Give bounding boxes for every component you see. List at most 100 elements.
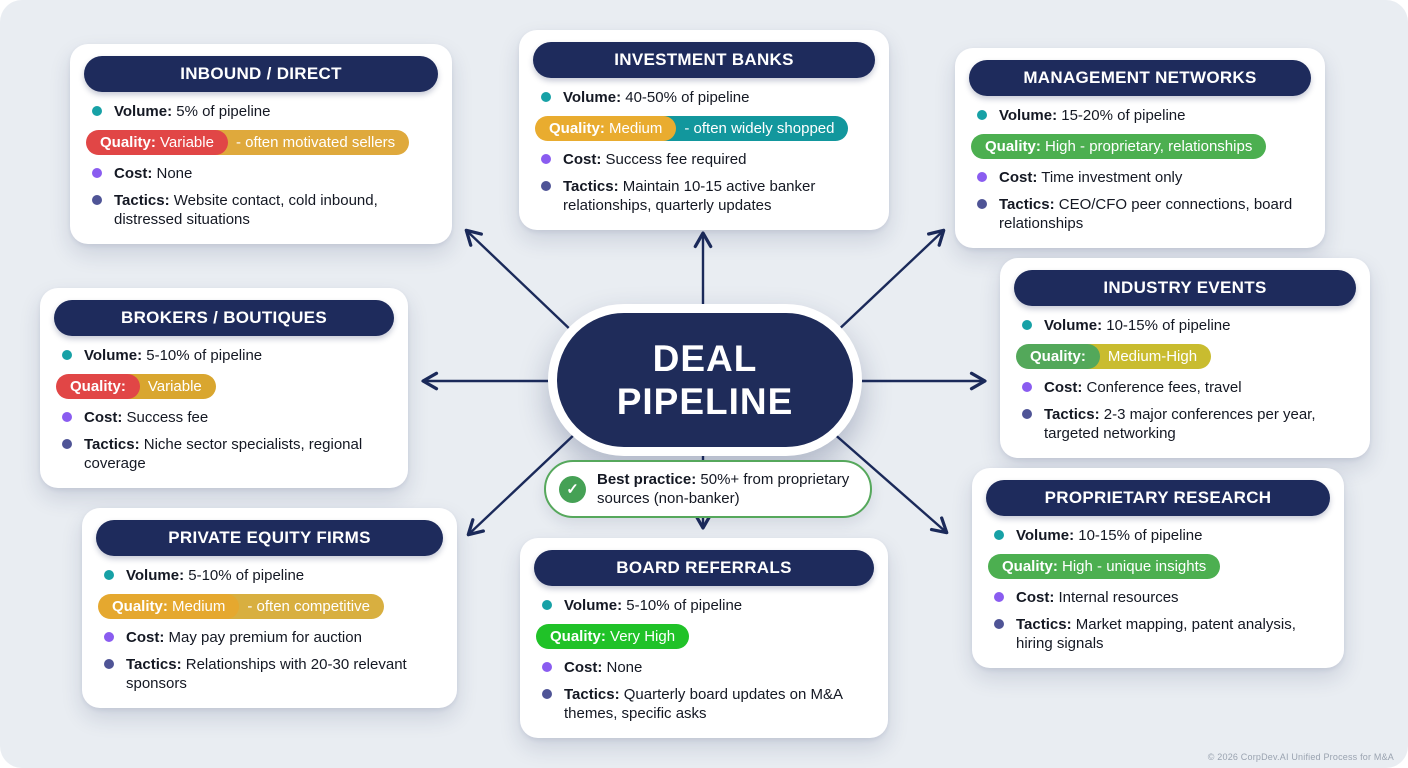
cost-bullet-icon bbox=[541, 153, 551, 164]
tactics-text: Tactics: Niche sector specialists, regio… bbox=[84, 435, 363, 473]
tactics-bullet-icon bbox=[541, 180, 551, 191]
cost-row: Cost: May pay premium for auction bbox=[82, 628, 457, 648]
tactics-row: Tactics: Niche sector specialists, regio… bbox=[40, 435, 408, 475]
deal-pipeline-hub: DEAL PIPELINE bbox=[548, 304, 862, 456]
volume-text: Volume: 5% of pipeline bbox=[114, 103, 271, 120]
quality-pill-segment: Quality: High - unique insights bbox=[988, 553, 1221, 579]
quality-pill-segment: - often competitive bbox=[215, 593, 384, 619]
cost-bullet-icon bbox=[542, 661, 552, 672]
volume-bullet-icon bbox=[977, 110, 987, 120]
quality-pill-segment: - often motivated sellers bbox=[203, 129, 410, 155]
volume-row: Volume: 5-10% of pipeline bbox=[82, 566, 457, 586]
tactics-row: Tactics: Maintain 10-15 active banker re… bbox=[519, 177, 889, 217]
cost-row: Cost: Success fee bbox=[40, 408, 408, 428]
card-investment-banks: INVESTMENT BANKS Volume: 40-50% of pipel… bbox=[519, 30, 889, 231]
volume-text: Volume: 5-10% of pipeline bbox=[84, 347, 263, 364]
volume-bullet-icon bbox=[62, 350, 72, 360]
tactics-text: Tactics: Maintain 10-15 active banker re… bbox=[563, 177, 816, 215]
quality-pill: Quality: High - unique insights bbox=[988, 553, 1221, 579]
cost-text: Cost: Time investment only bbox=[999, 168, 1183, 186]
cost-text: Cost: Conference fees, travel bbox=[1044, 378, 1242, 396]
quality-pill-segment: - often widely shopped bbox=[652, 115, 849, 141]
volume-row: Volume: 40-50% of pipeline bbox=[519, 88, 889, 108]
tactics-text: Tactics: 2-3 major conferences per year,… bbox=[1044, 405, 1316, 443]
card-management-networks: MANAGEMENT NETWORKS Volume: 15-20% of pi… bbox=[955, 48, 1325, 249]
tactics-text: Tactics: Relationships with 20-30 releva… bbox=[126, 655, 407, 693]
tactics-bullet-icon bbox=[977, 198, 987, 209]
cost-text: Cost: Internal resources bbox=[1016, 588, 1179, 606]
volume-text: Volume: 10-15% of pipeline bbox=[1016, 527, 1203, 544]
volume-bullet-icon bbox=[92, 106, 102, 116]
volume-row: Volume: 10-15% of pipeline bbox=[972, 526, 1344, 546]
tactics-bullet-icon bbox=[104, 658, 114, 669]
arrow-up-left bbox=[464, 228, 576, 335]
card-title: BROKERS / BOUTIQUES bbox=[54, 300, 394, 336]
tactics-bullet-icon bbox=[542, 688, 552, 699]
cost-bullet-icon bbox=[994, 591, 1004, 602]
arrow-down-right bbox=[831, 431, 949, 535]
quality-pill-segment: Quality: Very High bbox=[536, 623, 690, 649]
quality-pill: Quality:Variable bbox=[56, 373, 216, 399]
volume-bullet-icon bbox=[1022, 320, 1032, 330]
cost-row: Cost: Success fee required bbox=[519, 150, 889, 170]
volume-row: Volume: 5-10% of pipeline bbox=[520, 596, 888, 616]
card-brokers-boutiques: BROKERS / BOUTIQUES Volume: 5-10% of pip… bbox=[40, 288, 408, 489]
volume-row: Volume: 10-15% of pipeline bbox=[1000, 316, 1370, 336]
volume-text: Volume: 40-50% of pipeline bbox=[563, 89, 750, 106]
quality-pill-segment: Quality: High - proprietary, relationshi… bbox=[971, 133, 1267, 159]
cost-text: Cost: Success fee required bbox=[563, 150, 747, 168]
tactics-bullet-icon bbox=[1022, 408, 1032, 419]
tactics-text: Tactics: Website contact, cold inbound, … bbox=[114, 191, 378, 229]
cost-text: Cost: Success fee bbox=[84, 408, 209, 426]
tactics-text: Tactics: Market mapping, patent analysis… bbox=[1016, 615, 1296, 653]
cost-text: Cost: None bbox=[564, 658, 643, 676]
volume-row: Volume: 15-20% of pipeline bbox=[955, 106, 1325, 126]
quality-pill: Quality: High - proprietary, relationshi… bbox=[971, 133, 1267, 159]
quality-pill-segment: Quality: Medium bbox=[535, 115, 677, 141]
tactics-row: Tactics: Relationships with 20-30 releva… bbox=[82, 655, 457, 695]
quality-pill: Quality: Medium- often widely shopped bbox=[535, 115, 849, 141]
copyright-text: © 2026 CorpDev.AI Unified Process for M&… bbox=[1207, 752, 1394, 762]
cost-row: Cost: Internal resources bbox=[972, 588, 1344, 608]
quality-pill: Quality: Very High bbox=[536, 623, 690, 649]
quality-pill-segment: Quality: Medium bbox=[98, 593, 240, 619]
volume-bullet-icon bbox=[541, 92, 551, 102]
card-inbound-direct: INBOUND / DIRECT Volume: 5% of pipeline … bbox=[70, 44, 452, 245]
volume-row: Volume: 5-10% of pipeline bbox=[40, 346, 408, 366]
card-title: INDUSTRY EVENTS bbox=[1014, 270, 1356, 306]
hub-title-line1: DEAL bbox=[652, 337, 758, 379]
card-title: PRIVATE EQUITY FIRMS bbox=[96, 520, 443, 556]
tactics-bullet-icon bbox=[92, 194, 102, 205]
cost-row: Cost: Conference fees, travel bbox=[1000, 378, 1370, 398]
card-title: MANAGEMENT NETWORKS bbox=[969, 60, 1311, 96]
quality-pill-segment: Quality: bbox=[1016, 343, 1100, 369]
cost-bullet-icon bbox=[104, 631, 114, 642]
card-title: BOARD REFERRALS bbox=[534, 550, 874, 586]
quality-pill: Quality: Medium- often competitive bbox=[98, 593, 384, 619]
card-title: INVESTMENT BANKS bbox=[533, 42, 875, 78]
volume-text: Volume: 15-20% of pipeline bbox=[999, 107, 1186, 124]
arrow-down-left bbox=[466, 431, 578, 537]
best-practice-callout: ✓ Best practice: 50%+ from proprietary s… bbox=[544, 460, 872, 518]
volume-text: Volume: 5-10% of pipeline bbox=[126, 567, 305, 584]
cost-row: Cost: None bbox=[70, 164, 452, 184]
tactics-text: Tactics: Quarterly board updates on M&A … bbox=[564, 685, 843, 723]
cost-bullet-icon bbox=[1022, 381, 1032, 392]
quality-pill: Quality:Medium-High bbox=[1016, 343, 1212, 369]
quality-pill: Quality: Variable- often motivated selle… bbox=[86, 129, 410, 155]
card-title: INBOUND / DIRECT bbox=[84, 56, 438, 92]
cost-row: Cost: Time investment only bbox=[955, 168, 1325, 188]
card-industry-events: INDUSTRY EVENTS Volume: 10-15% of pipeli… bbox=[1000, 258, 1370, 459]
cost-row: Cost: None bbox=[520, 658, 888, 678]
cost-bullet-icon bbox=[977, 171, 987, 182]
check-icon: ✓ bbox=[559, 475, 586, 503]
volume-bullet-icon bbox=[104, 570, 114, 580]
tactics-row: Tactics: Quarterly board updates on M&A … bbox=[520, 685, 888, 725]
card-proprietary-research: PROPRIETARY RESEARCH Volume: 10-15% of p… bbox=[972, 468, 1344, 669]
volume-row: Volume: 5% of pipeline bbox=[70, 102, 452, 122]
hub-title-line2: PIPELINE bbox=[616, 381, 794, 422]
quality-pill-segment: Quality: Variable bbox=[86, 129, 228, 155]
best-practice-text: Best practice: 50%+ from proprietary sou… bbox=[597, 470, 850, 508]
